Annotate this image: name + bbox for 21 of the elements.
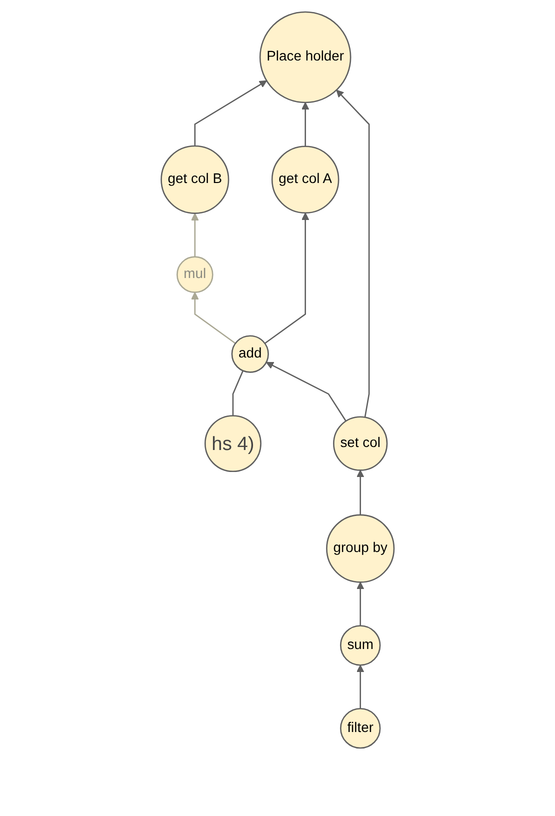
arrow [264,212,310,344]
arrow [356,470,364,515]
arrow [190,292,236,344]
arrow [190,212,199,257]
node-circle: filter [340,708,381,749]
node-circle: sum [340,625,381,666]
node-circle: hs 4) [204,415,262,472]
arrow [194,80,267,146]
node-circle: set col [332,416,388,471]
arrow [356,582,364,626]
node-circle: get col B [160,145,230,214]
node-circle: group by [326,514,394,583]
node-circle: get col A [271,146,340,214]
node-circle: Place holder [259,11,352,104]
arrow [301,102,310,146]
node-circle: add [231,335,269,373]
arrow [266,362,346,422]
connector [232,370,244,416]
node-circle: mul [176,256,214,293]
arrow [356,664,364,709]
arrow [336,90,370,418]
